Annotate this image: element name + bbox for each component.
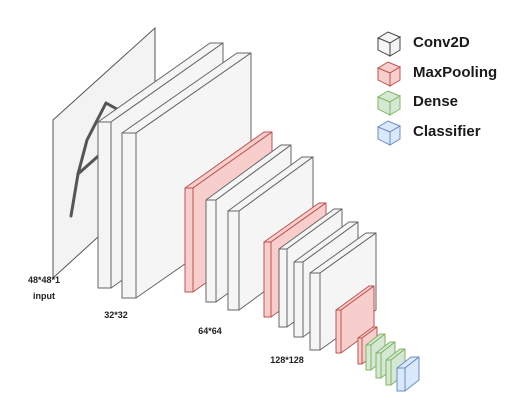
classifier-layer (396, 356, 420, 392)
legend-label-maxpooling: MaxPooling (413, 63, 498, 81)
block1-dims-label: 32*32 (104, 310, 128, 320)
conv2d-layer-1-front (97, 121, 112, 289)
legend-label-dense: Dense (413, 93, 459, 110)
legend-label-conv2d: Conv2D (413, 34, 470, 51)
conv2d-layer-7 (309, 232, 377, 351)
dense-cube-icon (376, 90, 402, 116)
conv2d-layer-5-front (278, 248, 288, 328)
legend-item-conv2d: Conv2D (374, 28, 520, 58)
conv2d-layer-4 (227, 156, 314, 311)
maxpooling-layer-1-front (184, 187, 194, 293)
conv2d-layer-3-front (205, 199, 217, 303)
legend-item-classifier: Classifier (374, 117, 520, 147)
dense-layer-1-front (365, 344, 372, 371)
input-name-label: input (33, 291, 55, 301)
network-layers (97, 42, 420, 392)
legend: Conv2D MaxPooling Dense Classifier (374, 28, 520, 146)
maxpooling-layer-2-front (263, 241, 272, 318)
input-digit-strokes (69, 101, 126, 218)
conv2d-cube-icon (376, 31, 402, 57)
conv2d-layer-4-front (227, 210, 240, 311)
input-dims-label: 48*48*1 (27, 275, 61, 285)
dense-layer-2-front (375, 352, 382, 379)
classifier-cube-icon (376, 119, 402, 146)
block3-dims-label: 128*128 (270, 355, 304, 365)
legend-label-classifier: Classifier (413, 122, 481, 140)
maxpooling-cube-icon (376, 60, 402, 87)
conv2d-layer-2-front (121, 132, 137, 299)
block2-dims-label: 64*64 (198, 326, 222, 336)
legend-item-dense: Dense (374, 87, 520, 117)
conv2d-layer-7-front (309, 272, 321, 351)
dense-layer-3-front (385, 359, 392, 386)
legend-item-maxpooling: MaxPooling (374, 58, 520, 88)
maxpooling-layer-3-front (335, 309, 342, 354)
classifier-layer-front (396, 367, 406, 392)
conv2d-layer-6-front (293, 261, 304, 338)
maxpooling-layer-4-front (357, 337, 363, 365)
